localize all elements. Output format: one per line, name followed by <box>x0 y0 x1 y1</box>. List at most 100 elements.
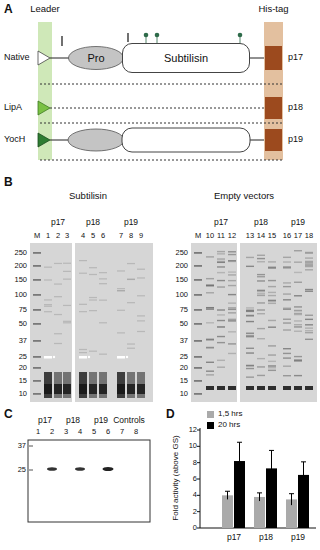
marker-tick <box>29 470 33 471</box>
yoch-leader <box>38 133 50 147</box>
figure-label: 14 <box>257 232 265 240</box>
gel-mark <box>137 295 145 296</box>
figure-label: 4 <box>78 428 82 436</box>
ladder-band <box>33 356 41 358</box>
gel-mark <box>257 290 265 291</box>
ladder-band <box>194 252 202 254</box>
legend-swatch <box>207 422 214 429</box>
blot-band <box>47 467 57 471</box>
legend-text: 1,5 hrs <box>218 410 242 419</box>
panel-letter: B <box>4 176 13 189</box>
gel-mark <box>283 348 291 349</box>
gel-mark <box>54 314 62 315</box>
gel-mark <box>257 313 265 314</box>
oval-shape <box>69 47 124 70</box>
gel-mark <box>246 257 254 258</box>
figure-label: 15 <box>19 377 27 385</box>
figure-label: 100 <box>175 291 188 299</box>
lane-smear <box>127 372 135 398</box>
error-cap <box>289 493 294 494</box>
gel-strip <box>240 243 317 402</box>
axis-tick <box>197 495 200 496</box>
lane-smear <box>63 372 71 398</box>
gel-mark <box>228 294 236 295</box>
figure-label: p17 <box>214 218 228 227</box>
error-cap <box>257 492 262 493</box>
figure-label: 1 <box>46 232 50 240</box>
figure-label: p18 <box>66 416 80 425</box>
gel-mark <box>268 280 276 281</box>
gel-mark <box>305 332 313 333</box>
ladder-band <box>33 323 41 325</box>
gel-mark <box>206 339 214 340</box>
figure-label: 8 <box>129 232 133 240</box>
lane-smear <box>99 372 107 398</box>
gel-mark <box>228 331 236 332</box>
figure-label: 5 <box>92 428 96 436</box>
gel-mark <box>63 263 71 264</box>
gel-mark <box>217 367 225 368</box>
figure-label: 20 <box>19 364 27 372</box>
gel-mark <box>228 261 236 262</box>
figure-label: LipA <box>4 103 22 113</box>
gel-mark <box>268 303 276 304</box>
gel-mark <box>257 338 265 339</box>
gel-mark <box>217 251 225 252</box>
gel-mark <box>246 266 254 267</box>
gel-mark <box>228 319 236 320</box>
gel-mark <box>217 266 225 267</box>
figure-label: 2 <box>193 508 197 516</box>
gel-mark <box>268 261 276 262</box>
figure-label: Controls <box>113 416 145 425</box>
figure-label: 8 <box>134 428 138 436</box>
gel-mark <box>228 271 236 272</box>
figure-label: 10 <box>180 390 188 398</box>
gel-mark <box>283 282 291 283</box>
gel-mark <box>283 375 291 376</box>
gel-mark <box>246 315 254 316</box>
legend-text: 20 hrs <box>218 421 240 430</box>
lane-smear <box>246 386 254 390</box>
figure-label: YocH <box>4 135 25 145</box>
figure-label: 20 <box>180 364 188 372</box>
ladder-band <box>194 265 202 267</box>
gel-mark <box>268 286 276 287</box>
ladder-band <box>194 279 202 281</box>
ladder-band <box>194 294 202 296</box>
subtilisin-box: Subtilisin <box>122 43 250 73</box>
gel-mark <box>283 353 291 354</box>
gel-mark <box>294 359 302 360</box>
ladder-band <box>33 309 41 311</box>
gel-mark <box>137 331 145 332</box>
gel-mark <box>99 272 107 273</box>
gel-mark <box>268 367 276 368</box>
gel-mark <box>294 331 302 332</box>
gel-mark <box>294 310 302 311</box>
lane-smear <box>54 384 62 394</box>
band-asterisk <box>53 356 55 358</box>
gel-mark <box>283 357 291 358</box>
figure-label: 75 <box>19 306 27 314</box>
gel-mark <box>206 370 214 371</box>
gel-mark <box>257 258 265 259</box>
gel-mark <box>257 309 265 310</box>
leader-band <box>38 22 52 160</box>
figure-label: p17 <box>227 533 241 542</box>
gel-mark <box>137 269 145 270</box>
gel-mark <box>257 302 265 303</box>
gel-mark <box>127 343 135 344</box>
blot-band <box>103 467 114 471</box>
gel-mark <box>305 263 313 264</box>
gel-mark <box>206 307 214 308</box>
lane-smear <box>283 386 291 390</box>
figure-label: 37 <box>18 442 26 450</box>
gel-mark <box>246 352 254 353</box>
gel-mark <box>89 351 97 352</box>
figure-label: 50 <box>180 320 188 328</box>
gel-mark <box>117 270 125 271</box>
gel-mark <box>54 263 62 264</box>
gel-mark <box>44 306 52 307</box>
lane-smear <box>63 384 71 394</box>
figure-label: Empty vectors <box>214 191 274 201</box>
